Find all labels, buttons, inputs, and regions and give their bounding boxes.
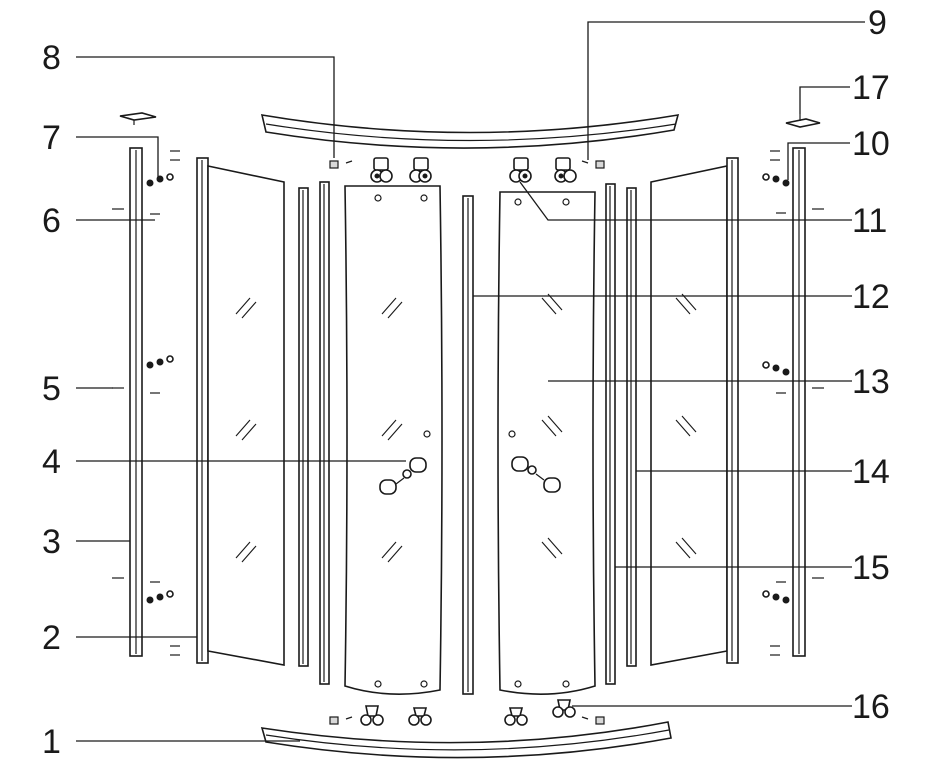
callout-12: 12 xyxy=(852,278,890,316)
right-seal-strip xyxy=(626,187,637,667)
right-door-knob xyxy=(511,456,561,493)
right-wall-profile xyxy=(792,147,806,657)
callout-15: 15 xyxy=(852,549,890,587)
right-sliding-door xyxy=(497,191,596,695)
bottom-right-bracket xyxy=(581,716,605,725)
callout-6: 6 xyxy=(42,202,61,240)
top-left-bracket xyxy=(329,160,353,169)
right-screws xyxy=(762,150,824,656)
callout-7: 7 xyxy=(42,119,61,157)
callout-5: 5 xyxy=(42,370,61,408)
bottom-roller-2 xyxy=(408,707,432,726)
callout-3: 3 xyxy=(42,523,61,561)
callout-13: 13 xyxy=(852,363,890,401)
callout-labels: 8 9 17 7 10 6 11 12 13 5 4 14 3 15 2 16 … xyxy=(42,4,890,761)
callout-11: 11 xyxy=(852,202,887,240)
bottom-roller-3 xyxy=(504,707,528,726)
callout-9: 9 xyxy=(868,4,887,42)
top-rail xyxy=(260,114,680,149)
top-left-roller-a xyxy=(370,157,393,183)
callout-8: 8 xyxy=(42,39,61,77)
left-door-strip xyxy=(319,181,330,685)
left-top-cap xyxy=(119,112,157,125)
top-right-roller-a xyxy=(509,157,532,183)
callout-2: 2 xyxy=(42,619,61,657)
callout-10: 10 xyxy=(852,125,890,163)
top-right-roller-b xyxy=(554,157,577,183)
bottom-roller-4 xyxy=(552,699,576,718)
bottom-roller-1 xyxy=(360,705,384,726)
left-fixed-panel-frame xyxy=(196,157,209,664)
right-door-strip xyxy=(605,183,616,685)
top-left-roller-b xyxy=(409,157,432,183)
right-top-cap xyxy=(785,114,821,128)
bottom-rail xyxy=(260,721,672,759)
callout-1: 1 xyxy=(42,723,61,761)
center-seal-strip xyxy=(462,195,474,695)
bottom-left-bracket xyxy=(329,716,353,725)
left-wall-profile xyxy=(129,147,143,657)
left-fixed-glass xyxy=(207,165,285,666)
leader-lines xyxy=(76,21,865,742)
callout-16: 16 xyxy=(852,688,890,726)
callout-4: 4 xyxy=(42,443,61,481)
left-sliding-door xyxy=(344,185,443,695)
left-door-knob xyxy=(379,457,427,495)
left-screws xyxy=(112,150,180,656)
top-right-bracket xyxy=(581,160,605,169)
right-fixed-glass xyxy=(650,165,728,666)
left-seal-strip xyxy=(298,187,309,667)
right-fixed-panel-frame xyxy=(726,157,739,664)
callout-14: 14 xyxy=(852,453,890,491)
callout-17: 17 xyxy=(852,69,890,107)
